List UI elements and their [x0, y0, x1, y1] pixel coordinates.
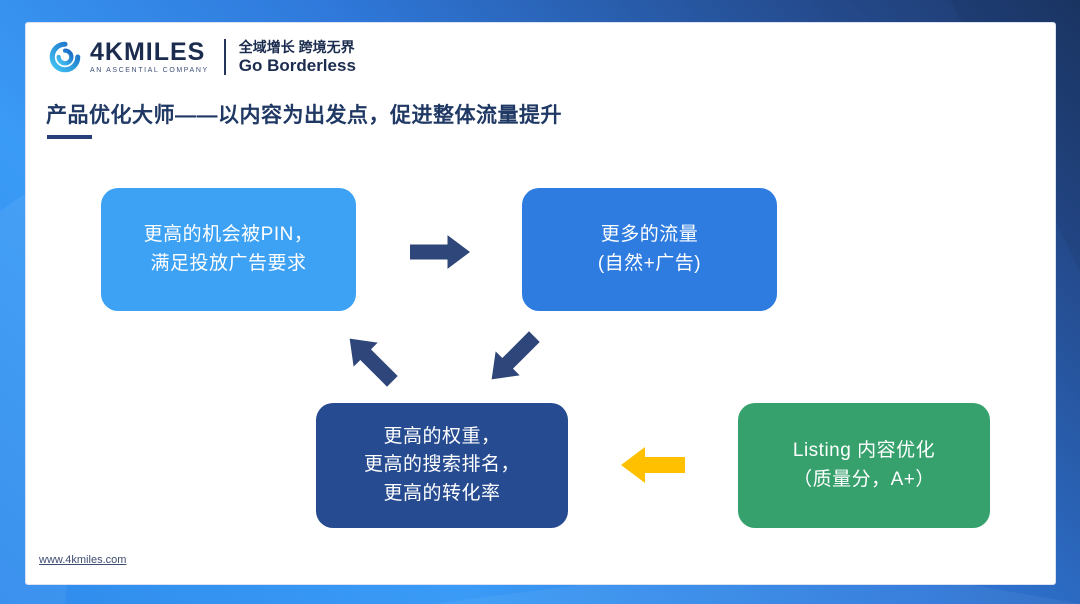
website-link[interactable]: www.4kmiles.com [39, 554, 127, 566]
header-divider [223, 39, 226, 76]
tagline-block: 全域增长 跨境无界 Go Borderless [239, 39, 356, 75]
box-higher-weight: 更高的权重， 更高的搜索排名， 更高的转化率 [316, 403, 568, 528]
box-text-line: 更高的机会被PIN， [143, 224, 314, 245]
tagline-english: Go Borderless [238, 55, 356, 75]
box-text-line: （质量分，A+） [793, 468, 935, 490]
box-text-line: 满足投放广告要求 [150, 252, 307, 274]
box-listing-optimization: Listing 内容优化 （质量分，A+） [738, 403, 990, 528]
slide-card: 4KMILES AN ASCENTIAL COMPANY 全域增长 跨境无界 G… [25, 22, 1056, 585]
brand-subtitle: AN ASCENTIAL COMPANY [90, 67, 209, 75]
arrow-up-left-icon [337, 326, 405, 394]
title-underline-dash [47, 135, 92, 139]
box-text-line: 更高的权重， [383, 425, 501, 447]
tagline-chinese: 全域增长 跨境无界 [238, 39, 355, 55]
box-text-line: Listing 内容优化 [792, 440, 936, 461]
brand-block: 4KMILES AN ASCENTIAL COMPANY [90, 38, 209, 75]
header: 4KMILES AN ASCENTIAL COMPANY 全域增长 跨境无界 G… [48, 38, 356, 76]
arrow-down-left-icon [479, 324, 547, 392]
box-text-line: (自然+广告) [597, 252, 702, 274]
box-text-line: 更高的搜索排名， [363, 454, 520, 476]
4kmiles-swirl-logo-icon [48, 40, 82, 74]
box-text-line: 更高的转化率 [383, 482, 501, 504]
brand-name: 4KMILES [90, 38, 206, 67]
box-more-traffic: 更多的流量 (自然+广告) [522, 188, 777, 311]
page-title: 产品优化大师——以内容为出发点，促进整体流量提升 [46, 104, 562, 127]
arrow-right-icon [410, 234, 470, 270]
box-pin-opportunity: 更高的机会被PIN， 满足投放广告要求 [101, 188, 356, 311]
arrow-left-icon [620, 447, 686, 483]
box-text-line: 更多的流量 [600, 224, 699, 245]
